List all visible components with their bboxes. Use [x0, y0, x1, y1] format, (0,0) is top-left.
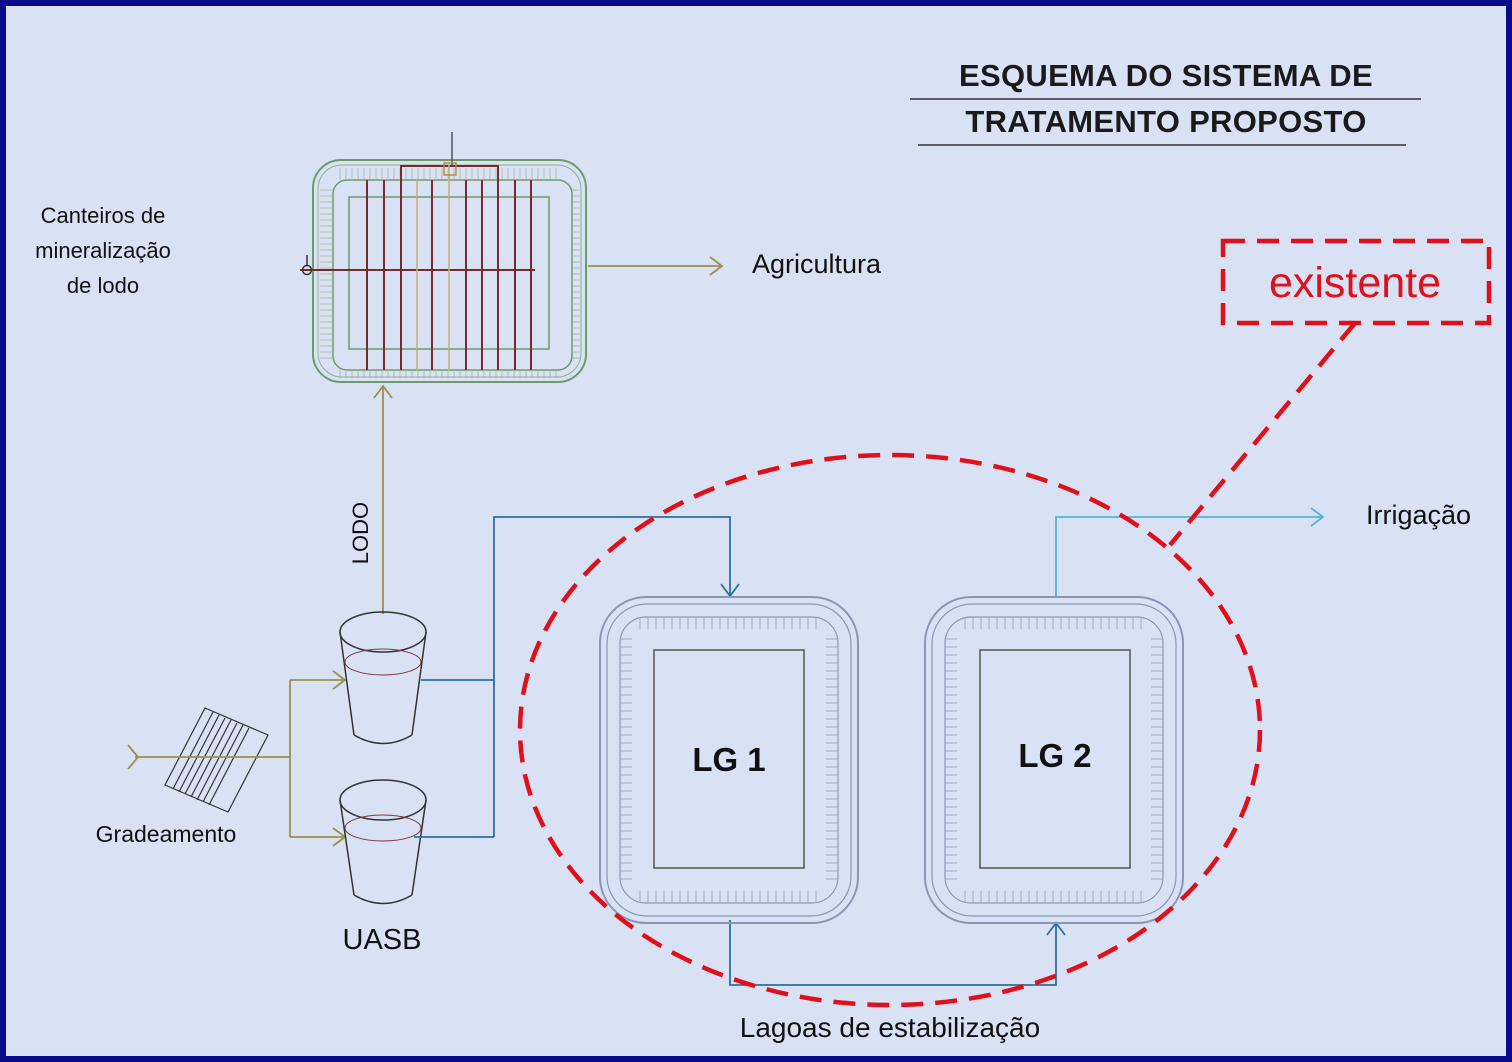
screen-gradeamento: [164, 707, 269, 813]
pond-lg2: [924, 596, 1184, 924]
uasb-reactor-1: [339, 611, 427, 745]
lodo-line: [373, 384, 393, 614]
existing-highlight: [517, 238, 1492, 1008]
uasb-reactor-2: [339, 779, 427, 905]
inflow-lines: [127, 670, 347, 847]
sludge-drying-bed: [300, 132, 587, 383]
canteiros-label-line-3: de lodo: [66, 273, 140, 298]
lg2-label: LG 2: [1018, 737, 1092, 774]
irrigacao-label: Irrigação: [1366, 500, 1472, 530]
title-line-2: TRATAMENTO PROPOSTO: [965, 104, 1367, 139]
lagoas-label: Lagoas de estabilização: [739, 1012, 1041, 1043]
agricultura-label: Agricultura: [752, 249, 882, 279]
title-line-1: ESQUEMA DO SISTEMA DE: [959, 58, 1373, 93]
lodo-label: LODO: [348, 501, 373, 565]
agricultura-arrow: [588, 256, 724, 276]
uasb-label: UASB: [342, 924, 422, 956]
canteiros-label-line-2: mineralização: [35, 238, 171, 263]
pond-lg1: [599, 596, 859, 924]
canteiros-label-line-1: Canteiros de: [40, 203, 166, 228]
existente-label: existente: [1268, 259, 1442, 307]
gradeamento-label: Gradeamento: [95, 821, 237, 847]
effluent-lines: [414, 516, 1066, 986]
lg1-label: LG 1: [692, 741, 766, 778]
irrigation-line: [1055, 507, 1325, 598]
diagram-background: [6, 6, 1506, 1056]
